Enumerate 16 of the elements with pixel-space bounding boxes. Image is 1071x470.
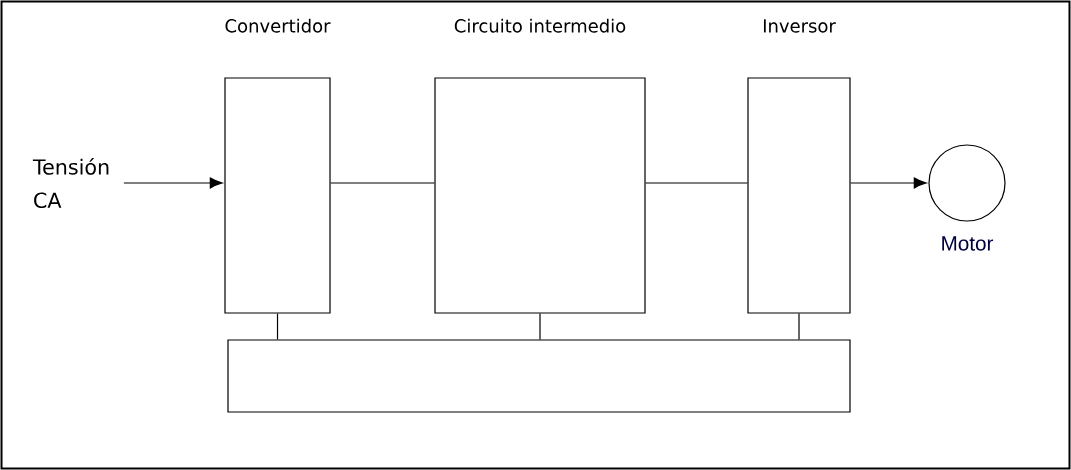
connector [539, 313, 541, 340]
node-label: Circuito intermedio [454, 18, 626, 33]
node-label: Inversor [763, 19, 836, 33]
control-bar [227, 339, 851, 413]
node-label: Motor [942, 236, 994, 251]
block-box: Circuito intermedio [434, 18, 646, 314]
connector [123, 177, 223, 189]
connector [798, 313, 800, 340]
connector [850, 177, 927, 189]
connector [645, 182, 748, 184]
block-box: Inversor [747, 19, 851, 314]
connector [276, 313, 279, 340]
input-label: Tensión CA [32, 157, 109, 209]
node-label: Convertidor [225, 18, 331, 33]
connector [330, 182, 435, 184]
block-box: Convertidor [224, 18, 331, 314]
